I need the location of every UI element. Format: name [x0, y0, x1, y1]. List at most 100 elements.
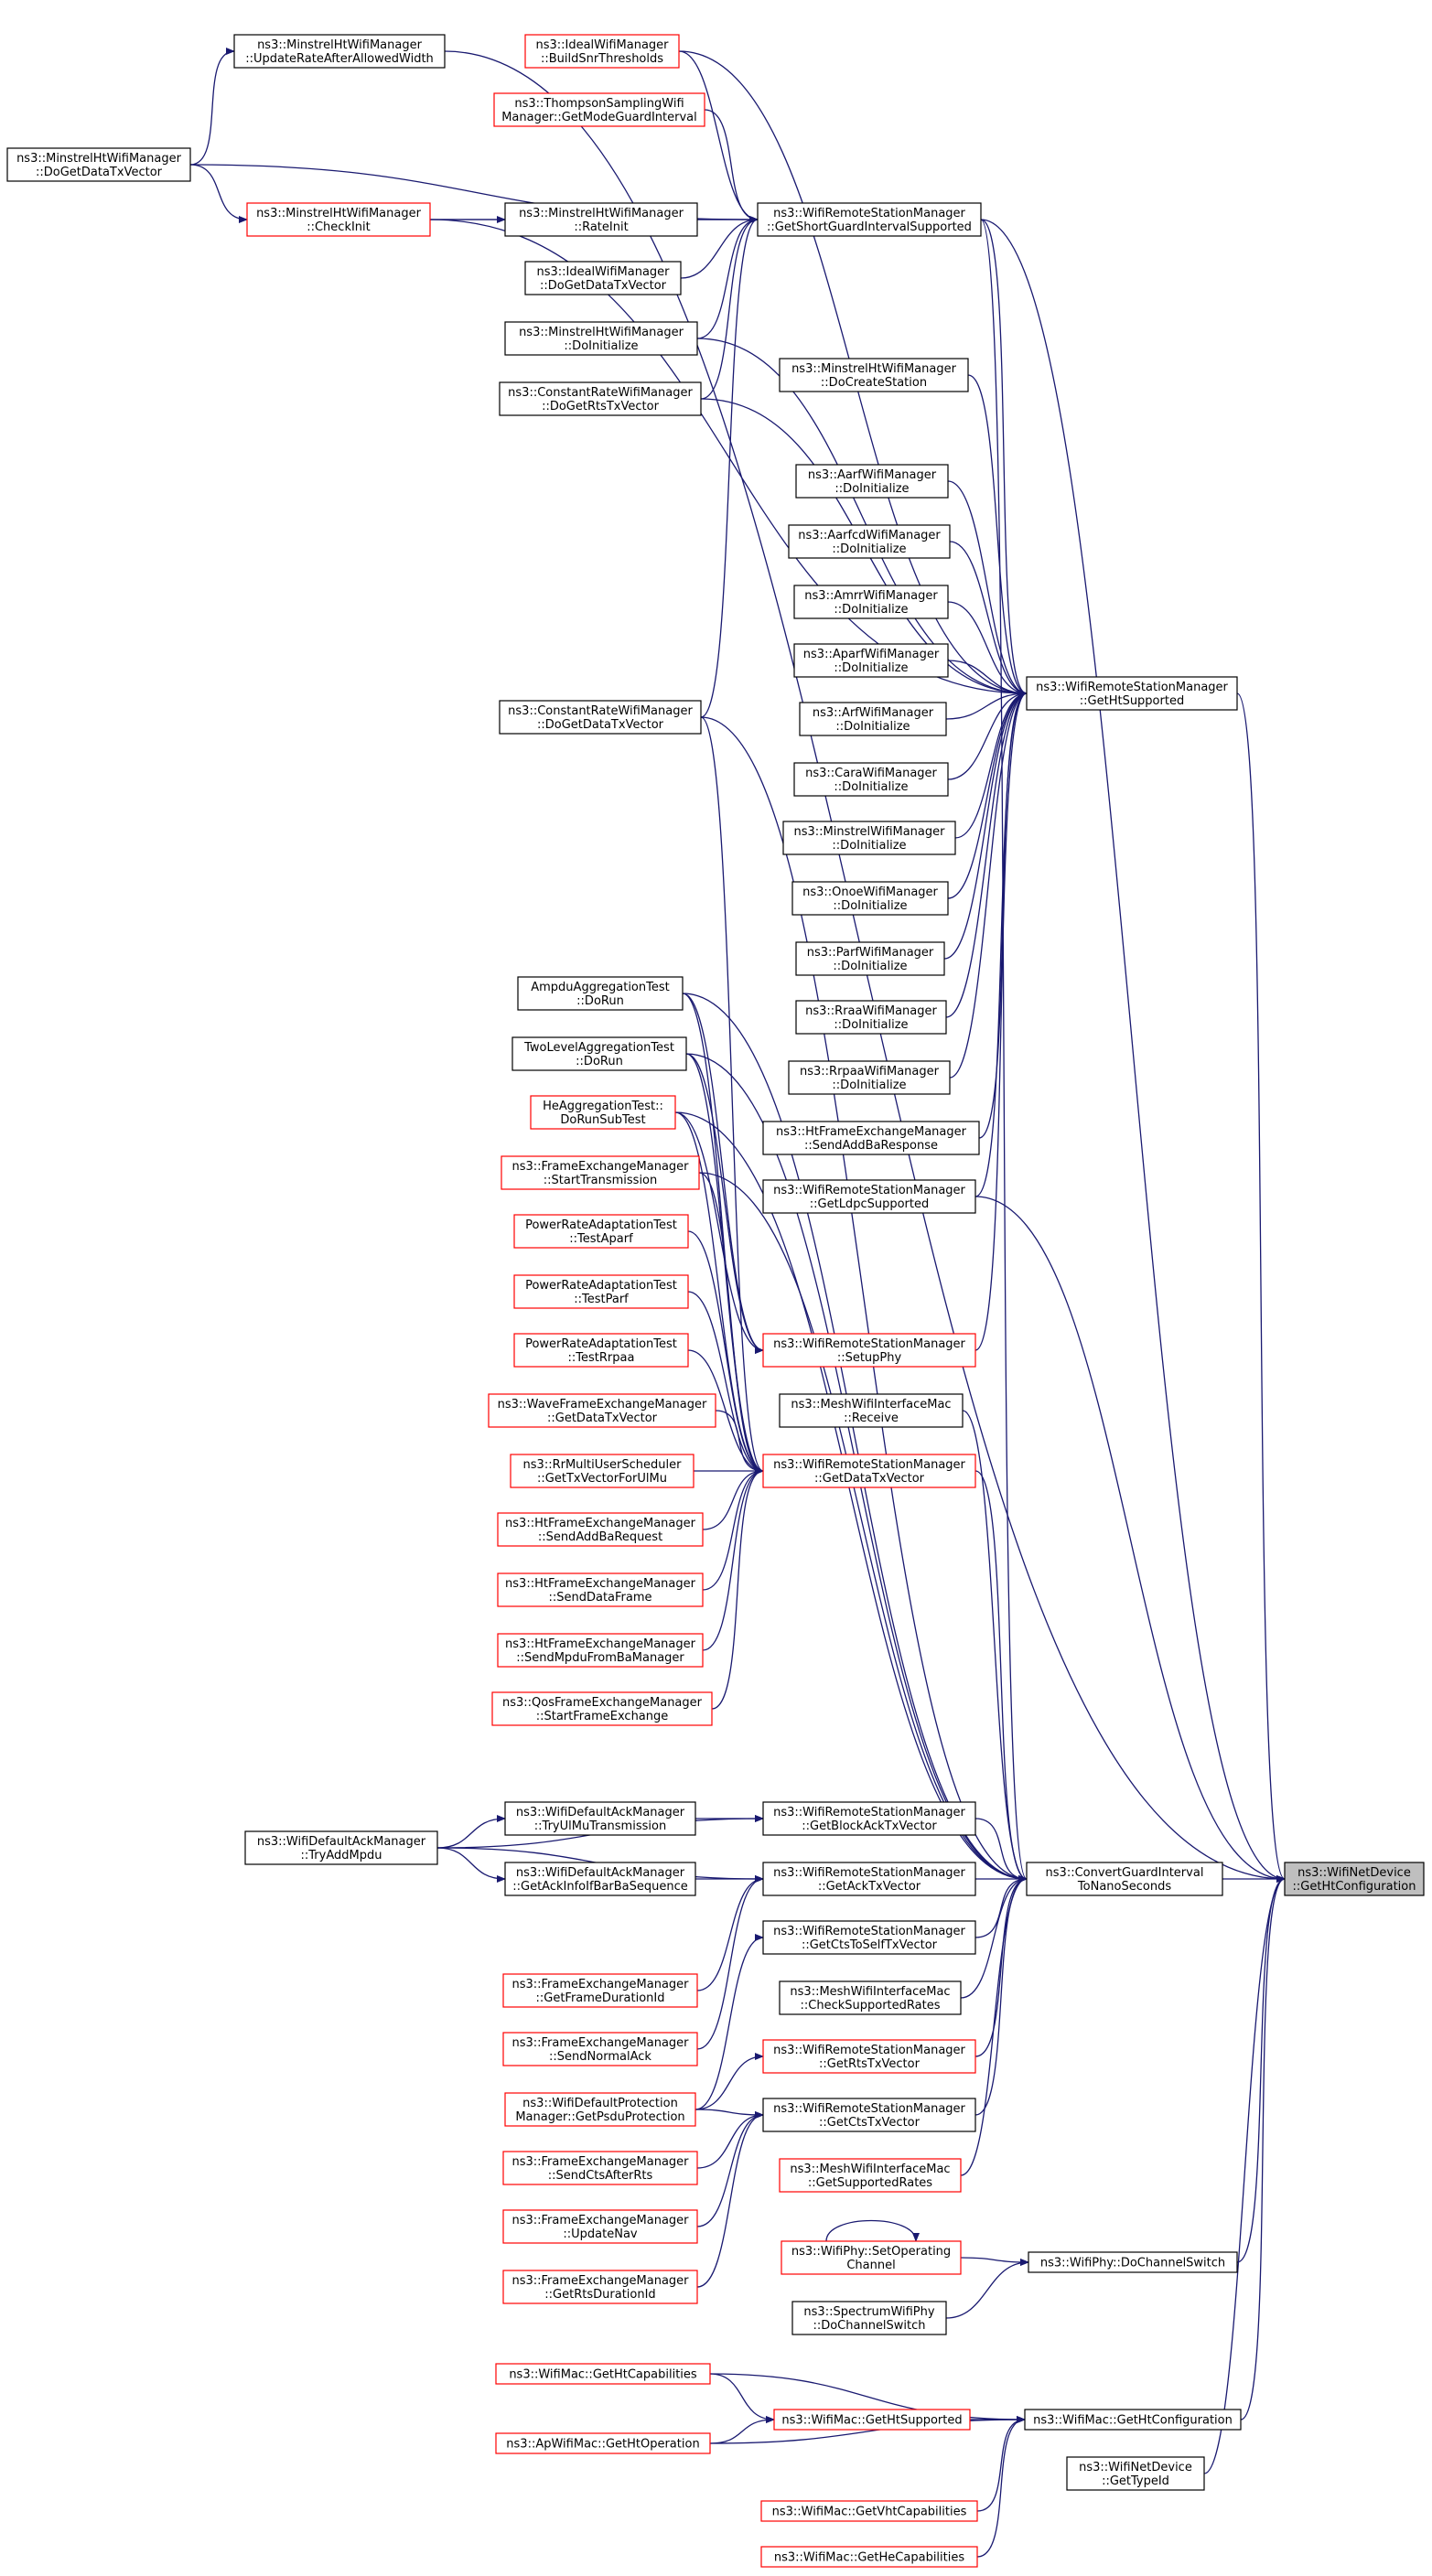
function-node[interactable]: ns3::MeshWifiInterfaceMac::CheckSupporte…	[779, 1980, 962, 2015]
node-label: ::SendAddBaResponse	[804, 1139, 938, 1153]
function-node[interactable]: ns3::WifiRemoteStationManager::GetRtsTxV…	[762, 2039, 976, 2074]
function-node[interactable]: ns3::HtFrameExchangeManager::SendDataFra…	[497, 1572, 704, 1607]
node-label: ns3::RrpaaWifiManager	[800, 1065, 940, 1079]
function-node[interactable]: ns3::RrMultiUserScheduler::GetTxVectorFo…	[510, 1454, 694, 1488]
function-node[interactable]: ns3::WifiPhy::DoChannelSwitch	[1028, 2251, 1238, 2273]
call-edge	[694, 1934, 764, 2110]
node-label: ns3::WifiDefaultProtection	[522, 2097, 678, 2110]
function-node[interactable]: ns3::MeshWifiInterfaceMac::Receive	[779, 1393, 964, 1428]
function-node[interactable]: ns3::AarfcdWifiManager::DoInitialize	[788, 524, 951, 559]
function-node[interactable]: ns3::WaveFrameExchangeManager::GetDataTx…	[488, 1393, 716, 1428]
function-node[interactable]: ns3::MinstrelHtWifiManager::DoCreateStat…	[779, 358, 969, 392]
call-edge	[694, 2053, 764, 2110]
node-label: ns3::WifiDefaultAckManager	[257, 1835, 426, 1849]
call-edge	[1236, 692, 1286, 1883]
function-node[interactable]: ns3::ApWifiMac::GetHtOperation	[495, 2432, 711, 2454]
function-node[interactable]: HeAggregationTest::DoRunSubTest	[530, 1095, 676, 1130]
function-node[interactable]: ns3::HtFrameExchangeManager::SendAddBaRe…	[497, 1512, 704, 1547]
function-node[interactable]: PowerRateAdaptationTest::TestRrpaa	[513, 1333, 689, 1368]
node-label: ns3::WifiRemoteStationManager	[773, 1458, 965, 1472]
function-node[interactable]: ns3::ConstantRateWifiManager::DoGetDataT…	[499, 700, 702, 735]
function-node[interactable]: ns3::IdealWifiManager::BuildSnrThreshold…	[524, 34, 680, 69]
node-label: ::UpdateNav	[563, 2227, 638, 2241]
function-node[interactable]: ns3::MeshWifiInterfaceMac::GetSupportedR…	[779, 2158, 962, 2193]
call-edge	[436, 1815, 506, 1849]
call-edge	[704, 109, 759, 223]
node-box	[760, 2546, 978, 2568]
function-node[interactable]: ns3::WifiDefaultAckManager::TryAddMpdu	[244, 1830, 438, 1865]
function-node[interactable]: ns3::AmrrWifiManager::DoInitialize	[793, 585, 949, 619]
function-node[interactable]: ns3::WifiNetDevice::GetTypeId	[1066, 2456, 1205, 2491]
function-node[interactable]: ns3::WifiMac::GetHtConfiguration	[1024, 2409, 1242, 2431]
function-node[interactable]: ns3::WifiRemoteStationManager::GetCtsTxV…	[762, 2098, 976, 2132]
node-box	[502, 2151, 698, 2185]
function-node[interactable]: ns3::WifiRemoteStationManager::GetDataTx…	[762, 1454, 976, 1488]
node-box	[1024, 2409, 1242, 2431]
function-node[interactable]: ns3::SpectrumWifiPhy::DoChannelSwitch	[791, 2301, 947, 2335]
node-label: ::RateInit	[574, 220, 628, 234]
node-label: ns3::FrameExchangeManager	[511, 2155, 689, 2169]
function-node[interactable]: TwoLevelAggregationTest::DoRun	[511, 1036, 687, 1071]
function-node[interactable]: ns3::RraaWifiManager::DoInitialize	[795, 1000, 947, 1035]
function-node[interactable]: ns3::FrameExchangeManager::StartTransmis…	[501, 1155, 700, 1190]
function-node[interactable]: ns3::ThompsonSamplingWifiManager::GetMod…	[493, 92, 705, 127]
function-node[interactable]: ns3::FrameExchangeManager::GetFrameDurat…	[502, 1973, 698, 2008]
function-node[interactable]: ns3::WifiRemoteStationManager::GetAckTxV…	[762, 1862, 976, 1896]
function-node[interactable]: ns3::WifiRemoteStationManager::GetBlockA…	[762, 1801, 976, 1836]
function-node[interactable]: ns3::RrpaaWifiManager::DoInitialize	[788, 1060, 951, 1095]
call-edge	[189, 48, 235, 166]
function-node[interactable]: ns3::ArfWifiManager::DoInitialize	[799, 702, 947, 736]
function-node[interactable]: ns3::WifiMac::GetHeCapabilities	[760, 2546, 978, 2568]
function-node[interactable]: ns3::CaraWifiManager::DoInitialize	[793, 762, 949, 797]
function-node[interactable]: ns3::WifiDefaultProtectionManager::GetPs…	[504, 2092, 696, 2127]
function-node[interactable]: PowerRateAdaptationTest::TestParf	[513, 1274, 689, 1309]
node-label: ns3::WifiMac::GetHtSupported	[781, 2414, 962, 2428]
function-node[interactable]: ns3::HtFrameExchangeManager::SendMpduFro…	[497, 1633, 704, 1668]
function-node[interactable]: ns3::WifiDefaultAckManager::GetAckInfoIf…	[504, 1862, 696, 1896]
function-node[interactable]: ns3::WifiRemoteStationManager::GetHtSupp…	[1026, 676, 1238, 711]
target-function-node[interactable]: ns3::WifiNetDevice::GetHtConfiguration	[1284, 1862, 1425, 1896]
function-node[interactable]: ns3::QosFrameExchangeManager::StartFrame…	[491, 1691, 713, 1726]
function-node[interactable]: ns3::FrameExchangeManager::SendNormalAck	[502, 2032, 698, 2066]
function-node[interactable]: ns3::MinstrelHtWifiManager::RateInit	[504, 202, 698, 237]
function-node[interactable]: ns3::MinstrelHtWifiManager::CheckInit	[246, 202, 431, 237]
function-node[interactable]: ns3::WifiMac::GetHtSupported	[773, 2409, 971, 2431]
function-node[interactable]: ns3::ConstantRateWifiManager::DoGetRtsTx…	[499, 381, 702, 416]
node-label: ns3::AmrrWifiManager	[804, 589, 938, 603]
function-node[interactable]: ns3::WifiRemoteStationManager::GetShortG…	[757, 202, 982, 237]
node-box	[795, 1000, 947, 1035]
node-label: ns3::WifiPhy::SetOperating	[791, 2245, 951, 2259]
function-node[interactable]: ns3::MinstrelHtWifiManager::DoInitialize	[504, 321, 698, 356]
call-edge	[945, 690, 1028, 720]
node-box	[502, 2270, 698, 2304]
function-node[interactable]: ns3::WifiRemoteStationManager::GetCtsToS…	[762, 1920, 976, 1955]
function-node[interactable]: AmpduAggregationTest::DoRun	[517, 976, 684, 1011]
function-node[interactable]: ns3::MinstrelHtWifiManager::DoGetDataTxV…	[6, 147, 191, 182]
call-edge	[698, 1172, 1028, 1883]
function-node[interactable]: ns3::MinstrelWifiManager::DoInitialize	[782, 821, 956, 855]
node-label: ::GetAckInfoIfBarBaSequence	[512, 1880, 688, 1894]
function-node[interactable]: ns3::WifiMac::GetVhtCapabilities	[760, 2500, 978, 2522]
function-node[interactable]: ns3::FrameExchangeManager::UpdateNav	[502, 2209, 698, 2244]
function-node[interactable]: ns3::ParfWifiManager::DoInitialize	[795, 941, 945, 976]
call-edge	[702, 1467, 764, 1651]
function-node[interactable]: ns3::HtFrameExchangeManager::SendAddBaRe…	[762, 1121, 980, 1155]
node-label: ::GetRtsTxVector	[819, 2057, 921, 2071]
function-node[interactable]: ns3::WifiDefaultAckManager::TryUlMuTrans…	[504, 1801, 696, 1836]
function-node[interactable]: ns3::WifiRemoteStationManager::GetLdpcSu…	[762, 1179, 976, 1214]
node-label: ::GetDataTxVector	[814, 1472, 925, 1486]
function-node[interactable]: ns3::WifiMac::GetHtCapabilities	[495, 2363, 711, 2385]
node-label: ::SendCtsAfterRts	[548, 2169, 653, 2183]
function-node[interactable]: ns3::OnoeWifiManager::DoInitialize	[791, 881, 949, 916]
function-node[interactable]: ns3::AparfWifiManager::DoInitialize	[793, 643, 949, 678]
node-label: ns3::MeshWifiInterfaceMac	[790, 2163, 950, 2176]
function-node[interactable]: PowerRateAdaptationTest::TestAparf	[513, 1214, 689, 1249]
function-node[interactable]: ns3::MinstrelHtWifiManager::UpdateRateAf…	[233, 34, 446, 69]
function-node[interactable]: ns3::WifiRemoteStationManager::SetupPhy	[762, 1333, 976, 1368]
function-node[interactable]: ns3::FrameExchangeManager::GetRtsDuratio…	[502, 2270, 698, 2304]
function-node[interactable]: ns3::FrameExchangeManager::SendCtsAfterR…	[502, 2151, 698, 2185]
function-node[interactable]: ns3::AarfWifiManager::DoInitialize	[795, 464, 949, 499]
function-node[interactable]: ns3::IdealWifiManager::DoGetDataTxVector	[524, 261, 682, 295]
